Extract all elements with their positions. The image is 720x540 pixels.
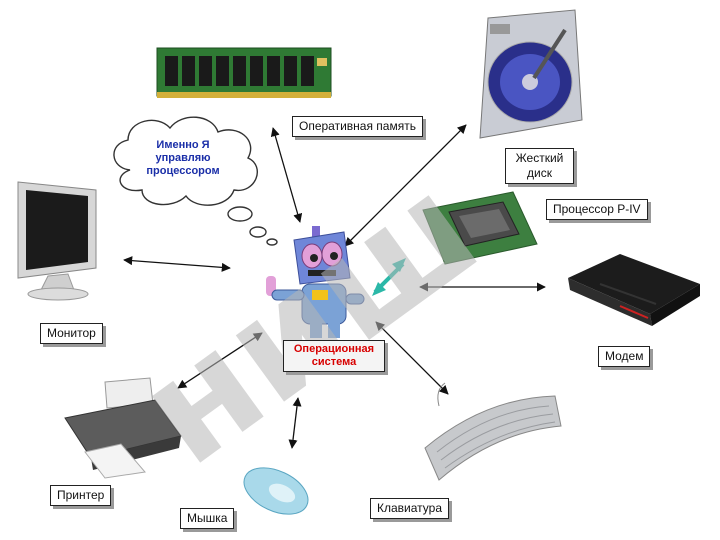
label-modem: Модем <box>598 346 651 367</box>
arrow-keyboard <box>375 321 449 395</box>
label-cpu: Процессор P-IV <box>546 199 648 220</box>
label-ram: Оперативная память <box>292 116 423 137</box>
robot-os-icon <box>266 226 365 338</box>
ram-icon <box>156 47 332 98</box>
label-operating-system: Операционная система <box>283 340 385 372</box>
monitor-icon <box>17 181 97 301</box>
label-hdd: Жесткий диск <box>505 148 574 184</box>
hard-disk-icon <box>479 9 583 139</box>
arrow-ram <box>270 127 303 223</box>
label-keyboard: Клавиатура <box>370 498 449 519</box>
label-printer: Принтер <box>50 485 112 506</box>
svg-text:ниш: ниш <box>109 142 509 499</box>
printer-icon <box>64 377 182 479</box>
arrow-monitor <box>123 256 231 272</box>
cpu-icon <box>422 191 538 265</box>
label-mouse: Мышка <box>180 508 235 529</box>
cpu-teal-arrow <box>372 258 406 296</box>
arrow-hdd <box>344 124 467 247</box>
label-monitor: Монитор <box>40 323 103 344</box>
thought-bubble-text: Именно Я управляю процессором <box>146 139 220 177</box>
arrow-mouse <box>288 397 302 449</box>
modem-icon <box>568 254 700 326</box>
thought-cloud-icon <box>113 116 278 246</box>
arrow-printer <box>177 332 263 389</box>
keyboard-icon <box>424 382 562 481</box>
mouse-icon <box>243 467 309 515</box>
